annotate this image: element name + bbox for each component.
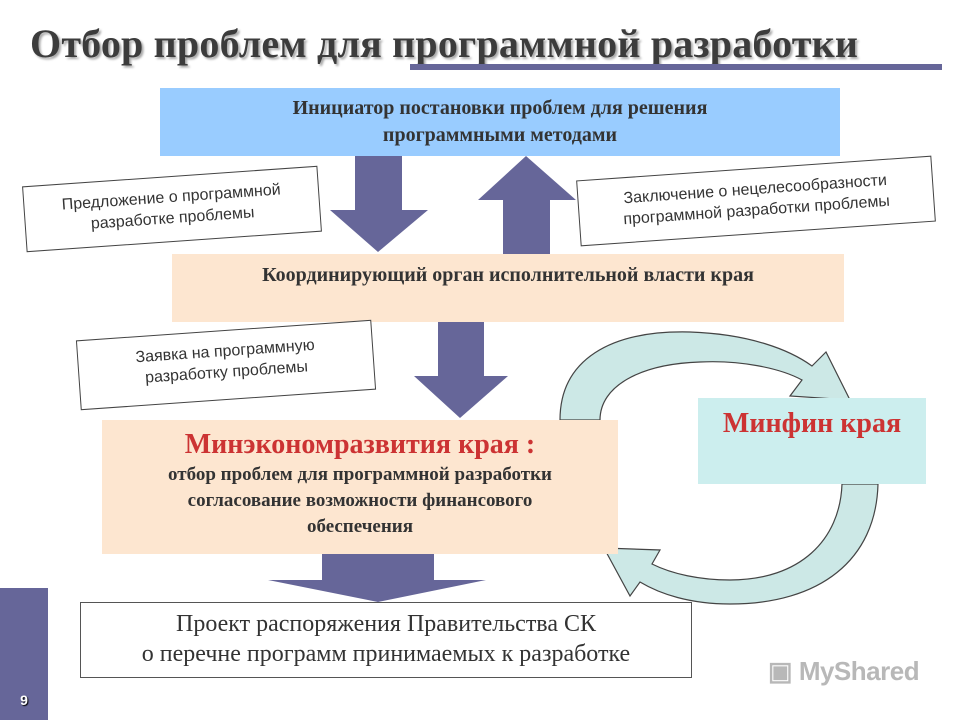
watermark-text: MyShared [798, 656, 920, 686]
project-line2: о перечне программ принимаемых к разрабо… [141, 641, 631, 667]
project-box: Проект распоряжения Правительства СК о п… [80, 602, 692, 678]
title-underline [410, 64, 942, 70]
watermark-icon: ▣ [768, 656, 793, 686]
cycle-arrow-bottom [602, 483, 879, 605]
page-number-bar [0, 588, 48, 720]
minecon-line2: согласование возможности финансового [187, 490, 533, 511]
minecon-line3: обеспечения [306, 516, 414, 537]
minfin-box: Минфин края [698, 398, 926, 484]
minecon-box: Минэкономразвития края : отбор проблем д… [102, 420, 618, 554]
minecon-line1: отбор проблем для программной разработки [167, 464, 552, 485]
page-title: Отбор проблем для программной разработки [30, 21, 859, 66]
page-number: 9 [20, 692, 28, 708]
cycle-arrow-top [559, 331, 852, 421]
down-arrow-2 [414, 322, 508, 418]
watermark-logo: ▣ MyShared [768, 656, 920, 687]
project-line1: Проект распоряжения Правительства СК [176, 611, 596, 637]
initiator-line2: программными методами [382, 124, 618, 146]
initiator-line1: Инициатор постановки проблем для решения [292, 97, 708, 119]
down-arrow-3 [268, 554, 486, 602]
minecon-heading: Минэкономразвития края : [184, 429, 536, 460]
coordinator-box: Координирующий орган исполнительной влас… [172, 254, 844, 322]
initiator-box: Инициатор постановки проблем для решения… [160, 88, 840, 156]
down-arrow-1 [330, 156, 428, 252]
up-arrow-1 [478, 156, 576, 254]
